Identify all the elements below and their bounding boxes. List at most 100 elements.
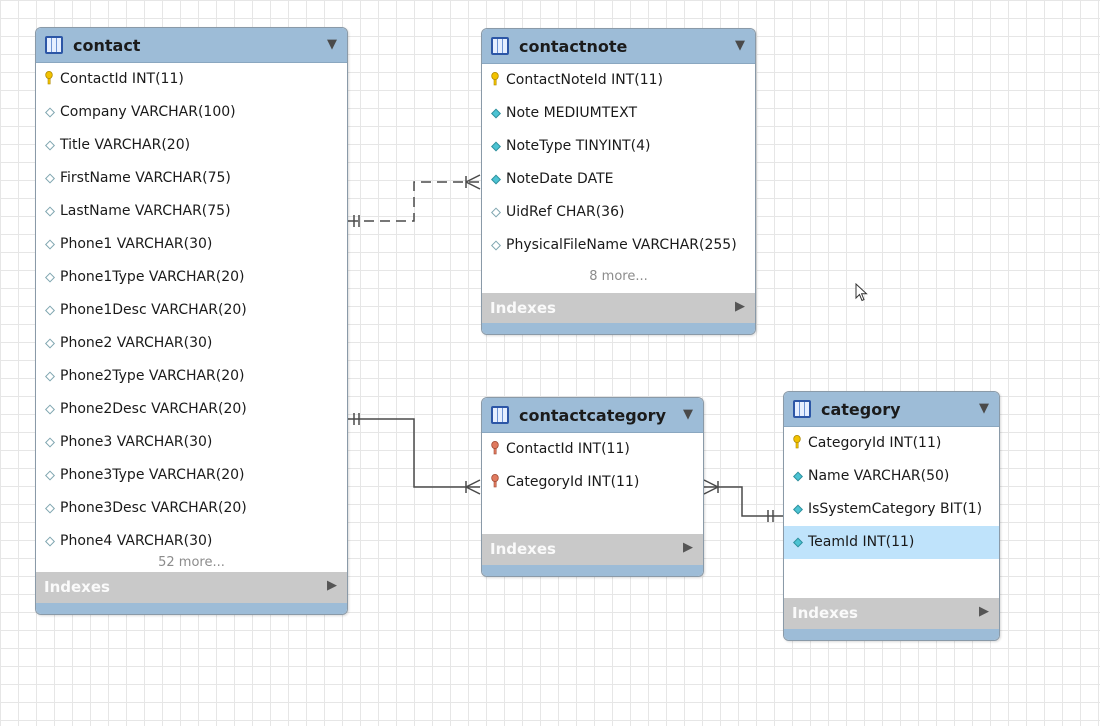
column-list: CategoryId INT(11) Name VARCHAR(50) IsSyst… xyxy=(784,427,999,559)
collapse-arrow-icon[interactable]: ▼ xyxy=(735,38,745,53)
not-null-column-icon xyxy=(793,504,803,515)
indexes-label: Indexes xyxy=(490,540,556,558)
column-label: Phone1 VARCHAR(30) xyxy=(60,236,213,252)
indexes-section[interactable]: Indexes ▶ xyxy=(482,534,703,565)
table-title: contactnote xyxy=(519,37,628,56)
column-row[interactable]: Phone3 VARCHAR(30) xyxy=(36,426,347,459)
indexes-section[interactable]: Indexes ▶ xyxy=(36,572,347,603)
column-row[interactable]: PhysicalFileName VARCHAR(255) xyxy=(482,229,755,262)
table-header[interactable]: contact ▼ xyxy=(36,28,347,63)
table-contact[interactable]: contact ▼ ContactId INT(11)Company VARCH… xyxy=(35,27,348,615)
not-null-column-icon xyxy=(491,141,501,152)
primary-key-icon xyxy=(491,72,499,86)
mouse-cursor-icon xyxy=(855,283,868,302)
expand-arrow-icon[interactable]: ▶ xyxy=(327,578,337,593)
table-icon xyxy=(793,400,811,418)
column-label: Phone1Desc VARCHAR(20) xyxy=(60,302,247,318)
nullable-column-icon xyxy=(45,437,55,448)
column-row[interactable]: CategoryId INT(11) xyxy=(784,427,999,460)
table-category[interactable]: category ▼ CategoryId INT(11) Name VARCHA… xyxy=(783,391,1000,641)
table-header[interactable]: contactnote ▼ xyxy=(482,29,755,64)
relationship-contact-contactcategory[interactable] xyxy=(348,413,481,495)
table-header[interactable]: contactcategory ▼ xyxy=(482,398,703,433)
table-title: category xyxy=(821,400,901,419)
collapse-arrow-icon[interactable]: ▼ xyxy=(683,407,693,422)
nullable-column-icon xyxy=(45,272,55,283)
column-row[interactable]: ContactId INT(11) xyxy=(482,433,703,466)
table-footer xyxy=(784,629,999,640)
indexes-section[interactable]: Indexes ▶ xyxy=(784,598,999,629)
column-label: Phone3Type VARCHAR(20) xyxy=(60,467,245,483)
expand-arrow-icon[interactable]: ▶ xyxy=(735,299,745,314)
column-row[interactable]: Company VARCHAR(100) xyxy=(36,96,347,129)
column-row[interactable]: LastName VARCHAR(75) xyxy=(36,195,347,228)
foreign-primary-key-icon xyxy=(491,441,499,455)
column-row[interactable]: Phone2Desc VARCHAR(20) xyxy=(36,393,347,426)
nullable-column-icon xyxy=(45,305,55,316)
table-header[interactable]: category ▼ xyxy=(784,392,999,427)
more-columns-label[interactable]: 8 more... xyxy=(589,269,648,284)
column-label: Phone2Type VARCHAR(20) xyxy=(60,368,245,384)
table-icon xyxy=(491,37,509,55)
not-null-column-icon xyxy=(793,471,803,482)
table-title: contact xyxy=(73,36,141,55)
expand-arrow-icon[interactable]: ▶ xyxy=(979,604,989,619)
nullable-column-icon xyxy=(45,470,55,481)
table-contactcategory[interactable]: contactcategory ▼ ContactId INT(11)Categ… xyxy=(481,397,704,577)
table-footer xyxy=(482,323,755,334)
nullable-column-icon xyxy=(45,371,55,382)
column-row[interactable]: Phone1Type VARCHAR(20) xyxy=(36,261,347,294)
column-label: TeamId INT(11) xyxy=(808,534,915,550)
column-row[interactable]: Phone4 VARCHAR(30) xyxy=(36,525,347,558)
table-icon xyxy=(45,36,63,54)
column-row[interactable]: Phone2 VARCHAR(30) xyxy=(36,327,347,360)
column-row[interactable]: Phone1 VARCHAR(30) xyxy=(36,228,347,261)
relationship-contact-contactnote[interactable] xyxy=(348,174,481,227)
column-label: Phone2Desc VARCHAR(20) xyxy=(60,401,247,417)
column-label: Note MEDIUMTEXT xyxy=(506,105,638,121)
column-row[interactable]: Phone2Type VARCHAR(20) xyxy=(36,360,347,393)
table-contactnote[interactable]: contactnote ▼ ContactNoteId INT(11) Note … xyxy=(481,28,756,335)
column-label: Phone3Desc VARCHAR(20) xyxy=(60,500,247,516)
column-row[interactable]: ContactId INT(11) xyxy=(36,63,347,96)
column-row[interactable]: Note MEDIUMTEXT xyxy=(482,97,755,130)
column-row[interactable]: Name VARCHAR(50) xyxy=(784,460,999,493)
column-row[interactable]: FirstName VARCHAR(75) xyxy=(36,162,347,195)
collapse-arrow-icon[interactable]: ▼ xyxy=(327,37,337,52)
column-label: Phone4 VARCHAR(30) xyxy=(60,533,213,549)
column-row[interactable]: CategoryId INT(11) xyxy=(482,466,703,499)
column-row[interactable]: Title VARCHAR(20) xyxy=(36,129,347,162)
not-null-column-icon xyxy=(491,108,501,119)
column-row[interactable]: UidRef CHAR(36) xyxy=(482,196,755,229)
column-list: ContactNoteId INT(11) Note MEDIUMTEXT Note… xyxy=(482,64,755,262)
foreign-primary-key-icon xyxy=(491,474,499,488)
column-label: NoteType TINYINT(4) xyxy=(506,138,651,154)
primary-key-icon xyxy=(793,435,801,449)
column-row[interactable]: TeamId INT(11) xyxy=(784,526,999,559)
column-row[interactable]: NoteDate DATE xyxy=(482,163,755,196)
column-row[interactable]: IsSystemCategory BIT(1) xyxy=(784,493,999,526)
nullable-column-icon xyxy=(491,207,501,218)
column-row[interactable]: Phone3Desc VARCHAR(20) xyxy=(36,492,347,525)
column-label: IsSystemCategory BIT(1) xyxy=(808,501,983,517)
column-list: ContactId INT(11)Company VARCHAR(100) Tit… xyxy=(36,63,347,558)
column-label: Title VARCHAR(20) xyxy=(60,137,191,153)
relationship-category-contactcategory[interactable] xyxy=(703,479,783,522)
column-row[interactable]: NoteType TINYINT(4) xyxy=(482,130,755,163)
collapse-arrow-icon[interactable]: ▼ xyxy=(979,401,989,416)
table-title: contactcategory xyxy=(519,406,666,425)
expand-arrow-icon[interactable]: ▶ xyxy=(683,540,693,555)
more-columns-label[interactable]: 52 more... xyxy=(158,555,225,570)
nullable-column-icon xyxy=(45,338,55,349)
table-footer xyxy=(36,603,347,614)
column-label: CategoryId INT(11) xyxy=(808,435,942,451)
nullable-column-icon xyxy=(45,404,55,415)
primary-key-icon xyxy=(45,71,53,85)
column-label: Name VARCHAR(50) xyxy=(808,468,950,484)
column-row[interactable]: Phone1Desc VARCHAR(20) xyxy=(36,294,347,327)
column-row[interactable]: ContactNoteId INT(11) xyxy=(482,64,755,97)
column-row[interactable]: Phone3Type VARCHAR(20) xyxy=(36,459,347,492)
column-label: Phone1Type VARCHAR(20) xyxy=(60,269,245,285)
indexes-section[interactable]: Indexes ▶ xyxy=(482,293,755,324)
